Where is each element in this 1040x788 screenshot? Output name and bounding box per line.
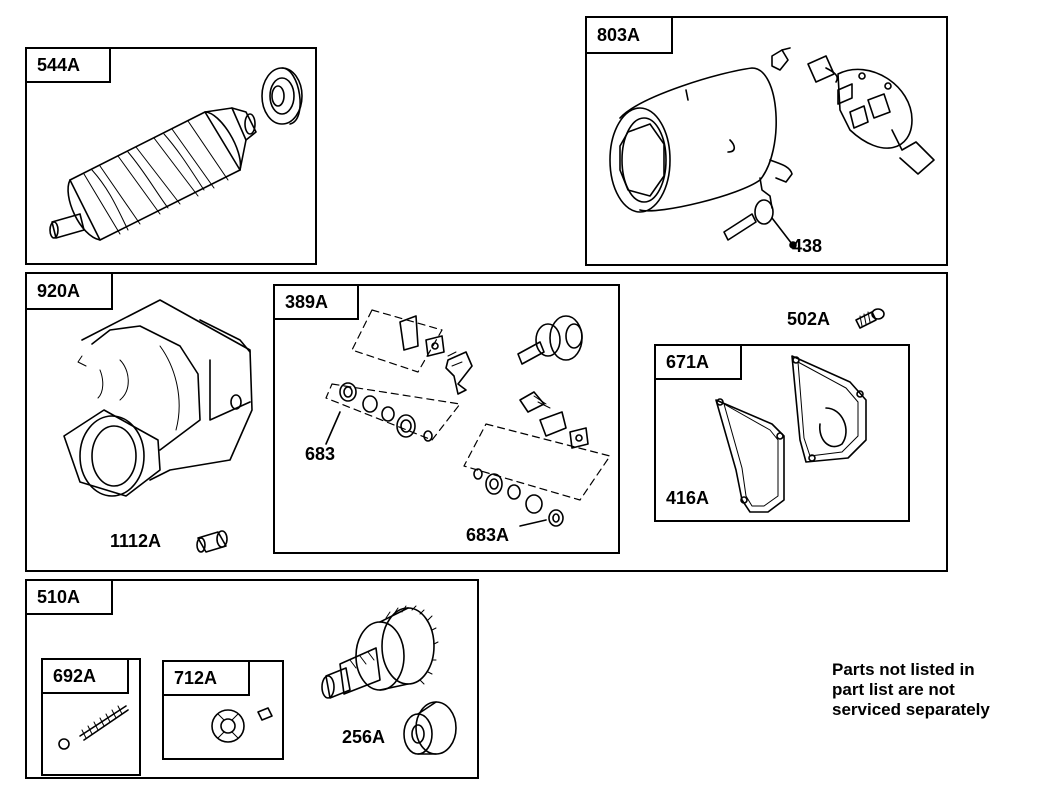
group-label-510a: 510A bbox=[25, 579, 113, 615]
service-note-line-3: serviced separately bbox=[832, 700, 990, 719]
group-803a-box: 803A bbox=[585, 16, 948, 266]
group-510a-box: 510A bbox=[25, 579, 479, 779]
housing-drawing bbox=[63, 299, 253, 497]
drive-gear-drawing bbox=[321, 605, 439, 699]
group-692a-box: 692A bbox=[41, 658, 141, 776]
clutch-712a-drawing bbox=[211, 707, 273, 743]
group-389a-box: 389A bbox=[273, 284, 620, 554]
group-920a-box: 920A bbox=[25, 272, 948, 572]
pinion-256a-drawing bbox=[403, 701, 457, 755]
callout-683: 683 bbox=[305, 444, 336, 464]
field-frame-drawing bbox=[609, 47, 935, 249]
group-712a-box: 712A bbox=[162, 660, 284, 760]
bolt-1112a-drawing bbox=[196, 530, 228, 553]
group-label-712a: 712A bbox=[162, 660, 250, 696]
callout-438: 438 bbox=[792, 236, 823, 256]
callout-256a: 256A bbox=[342, 727, 386, 747]
callout-1112a: 1112A bbox=[110, 531, 162, 551]
gasket-drawing bbox=[715, 355, 867, 513]
group-label-920a: 920A bbox=[25, 272, 113, 310]
group-label-671a: 671A bbox=[654, 344, 742, 380]
group-544a-box: 544A bbox=[25, 47, 317, 265]
group-label-389a: 389A bbox=[273, 284, 359, 320]
group-label-544a: 544A bbox=[25, 47, 111, 83]
group-671a-box: 671A bbox=[654, 344, 910, 522]
terminal-hardware-drawing bbox=[325, 309, 611, 527]
service-note-line-2: part list are not bbox=[832, 680, 955, 699]
armature-drawing bbox=[49, 67, 303, 241]
screw-502a-drawing bbox=[855, 308, 885, 329]
callout-683a: 683A bbox=[466, 525, 510, 545]
service-note: Parts not listed in part list are not se… bbox=[832, 660, 990, 720]
group-label-692a: 692A bbox=[41, 658, 129, 694]
spring-692a-drawing bbox=[58, 705, 129, 750]
group-label-803a: 803A bbox=[585, 16, 673, 54]
callout-416a: 416A bbox=[666, 488, 710, 508]
callout-502a: 502A bbox=[787, 309, 831, 329]
service-note-line-1: Parts not listed in bbox=[832, 660, 975, 679]
